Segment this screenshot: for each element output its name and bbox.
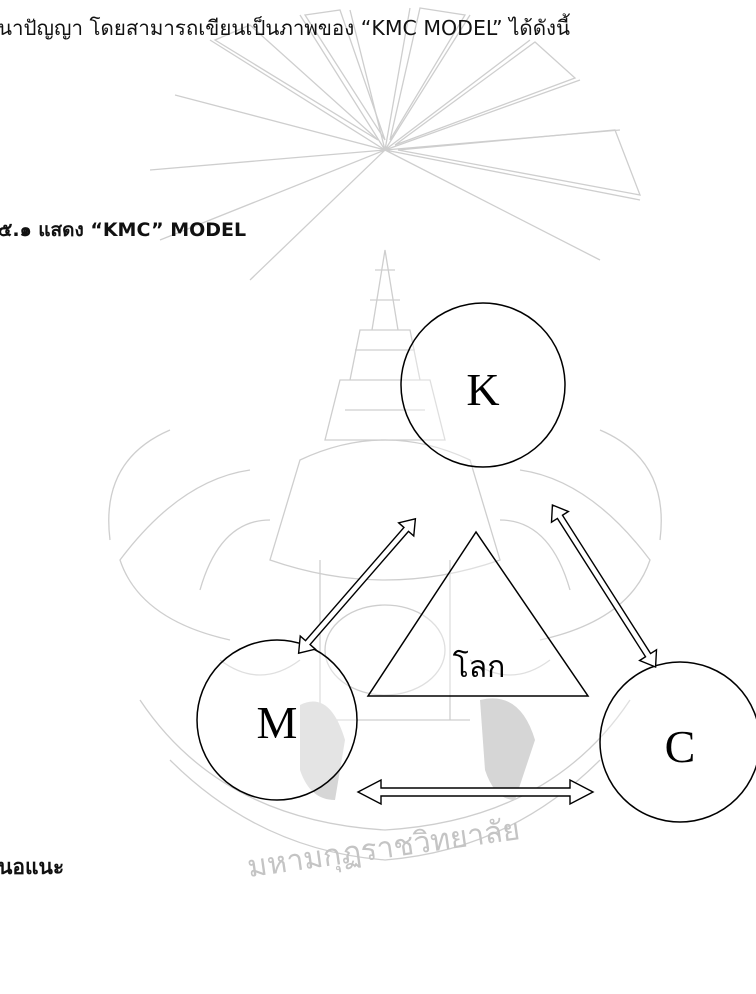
arrow-m-c — [356, 778, 595, 806]
arrow-k-c — [550, 504, 658, 668]
figure-caption: ๕.๑ แสดง “KMC” MODEL — [0, 219, 247, 241]
world-triangle — [366, 530, 590, 697]
node-c-circle — [599, 661, 756, 823]
arrow-k-m — [297, 517, 417, 655]
node-c-label: C — [665, 721, 696, 772]
intro-paragraph-line: นาปัญญา โดยสามารถเขียนเป็นภาพของ “KMC MO… — [0, 16, 571, 40]
section-heading: นอแนะ — [0, 855, 65, 879]
node-m-label: M — [257, 697, 298, 748]
node-k-label: K — [466, 364, 499, 415]
world-label: โลก — [453, 649, 506, 685]
node-k-circle — [400, 302, 566, 468]
node-m-circle — [196, 639, 358, 801]
